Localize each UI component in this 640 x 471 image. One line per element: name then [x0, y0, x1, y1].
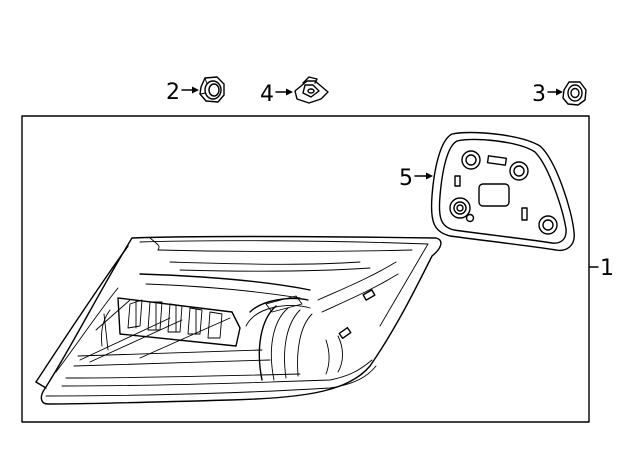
hex-nut-icon — [199, 76, 225, 103]
arrowhead-4 — [286, 88, 293, 96]
stud-top-right-icon — [509, 161, 529, 181]
callout-label-4: 4 — [260, 82, 274, 107]
callout-4[interactable]: 4 — [260, 82, 293, 107]
callout-label-2: 2 — [166, 80, 180, 105]
tail-lamp-assembly — [35, 235, 442, 405]
retainer-clip-icon — [294, 76, 329, 104]
callout-label-1: 1 — [600, 256, 614, 281]
callout-label-5: 5 — [399, 166, 413, 191]
connector-opening — [478, 183, 510, 207]
gasket-plate — [430, 131, 575, 252]
callout-label-3: 3 — [532, 82, 546, 107]
assembly-frame — [21, 115, 590, 423]
stud-top-left-icon — [461, 150, 481, 170]
stud-bottom-right-icon — [538, 215, 558, 235]
stud-bottom-left-icon — [449, 197, 475, 223]
callout-1[interactable]: 1 — [588, 256, 614, 281]
flange-nut-icon — [562, 81, 587, 106]
arrowhead-3 — [556, 88, 563, 96]
callout-3[interactable]: 3 — [532, 82, 563, 107]
arrowhead-2 — [192, 86, 199, 94]
arrowhead-5 — [426, 172, 433, 180]
callout-5[interactable]: 5 — [399, 166, 433, 191]
callout-2[interactable]: 2 — [166, 80, 199, 105]
